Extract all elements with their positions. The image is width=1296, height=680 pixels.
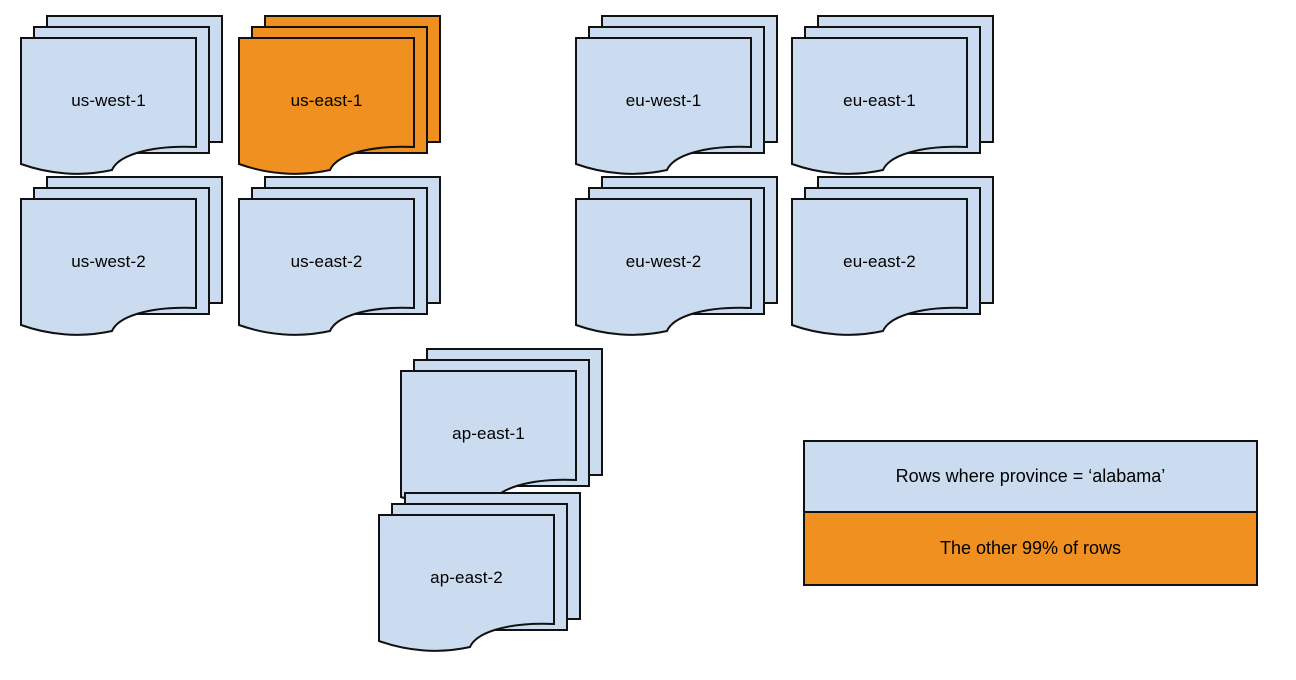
document-stack-shape: [20, 15, 223, 175]
legend-item-orange: The other 99% of rows: [805, 513, 1256, 584]
document-stack-shape: [238, 15, 441, 175]
legend: Rows where province = ‘alabama’ The othe…: [803, 440, 1258, 586]
card-front: [378, 514, 555, 652]
card-front: [791, 198, 968, 336]
document-stack-us-east-2[interactable]: us-east-2: [238, 176, 443, 342]
document-stack-eu-east-2[interactable]: eu-east-2: [791, 176, 996, 342]
card-front: [238, 37, 415, 175]
legend-item-orange-label: The other 99% of rows: [939, 538, 1122, 558]
legend-item-blue-label: Rows where province = ‘alabama’: [895, 466, 1166, 486]
document-stack-ap-east-2[interactable]: ap-east-2: [378, 492, 583, 658]
card-front: [20, 198, 197, 336]
document-stack-eu-west-2[interactable]: eu-west-2: [575, 176, 780, 342]
document-stack-eu-west-1[interactable]: eu-west-1: [575, 15, 780, 181]
document-stack-us-west-2[interactable]: us-west-2: [20, 176, 225, 342]
document-stack-eu-east-1[interactable]: eu-east-1: [791, 15, 996, 181]
card-front: [238, 198, 415, 336]
document-stack-us-east-1[interactable]: us-east-1: [238, 15, 443, 181]
document-stack-shape: [575, 176, 778, 336]
document-stack-shape: [378, 492, 581, 652]
document-stack-shape: [575, 15, 778, 175]
document-stack-ap-east-1[interactable]: ap-east-1: [400, 348, 605, 514]
document-stack-shape: [20, 176, 223, 336]
document-stack-shape: [238, 176, 441, 336]
legend-item-blue: Rows where province = ‘alabama’: [805, 442, 1256, 513]
document-stack-us-west-1[interactable]: us-west-1: [20, 15, 225, 181]
card-front: [20, 37, 197, 175]
document-stack-shape: [400, 348, 603, 508]
card-front: [575, 37, 752, 175]
card-front: [791, 37, 968, 175]
card-front: [575, 198, 752, 336]
document-stack-shape: [791, 15, 994, 175]
document-stack-shape: [791, 176, 994, 336]
